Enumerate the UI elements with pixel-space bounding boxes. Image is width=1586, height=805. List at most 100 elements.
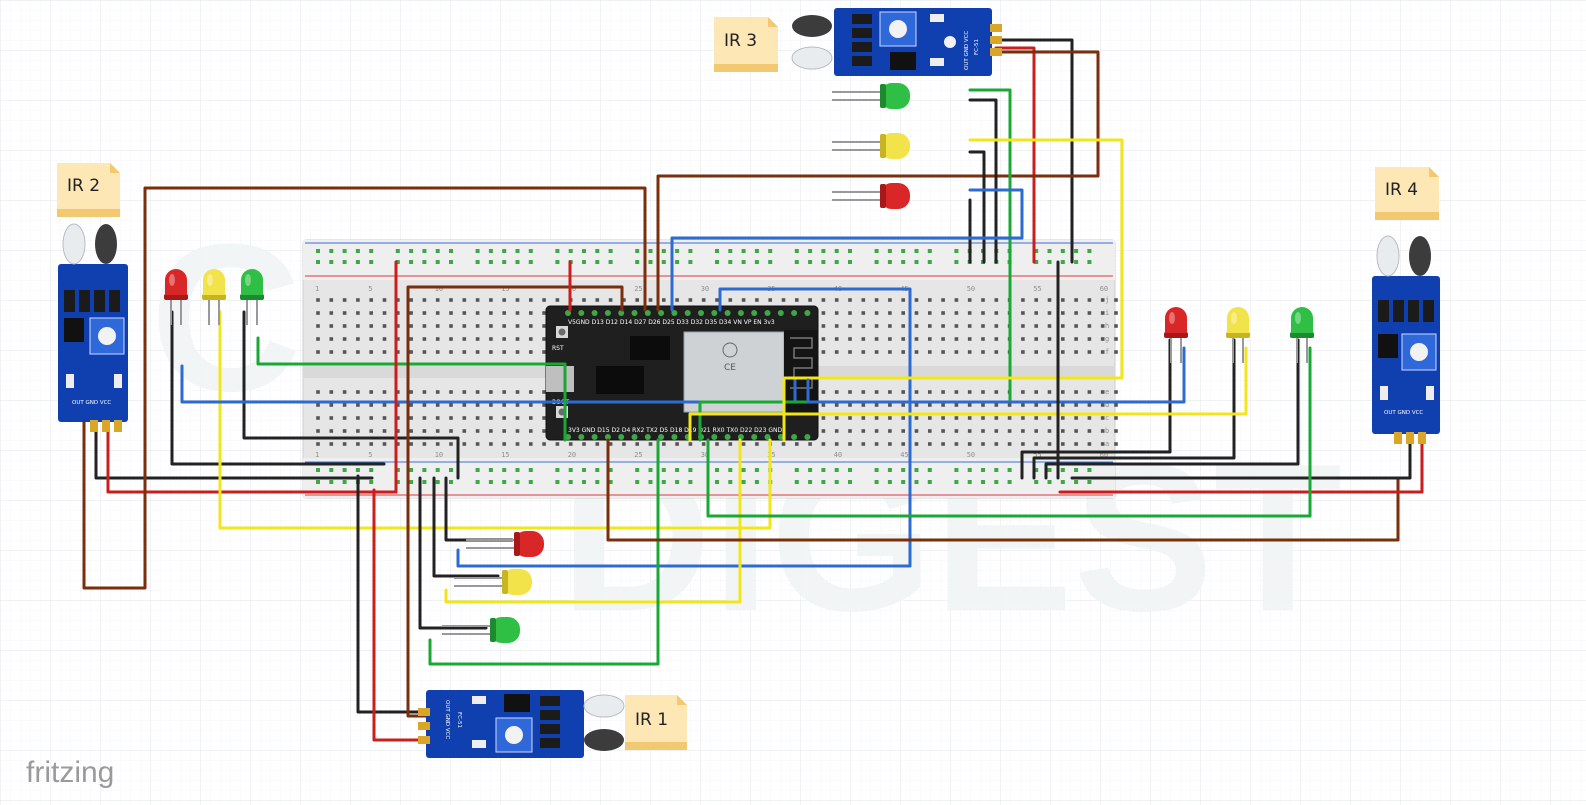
hole <box>422 390 427 394</box>
wire-black[interactable] <box>170 310 386 466</box>
hole <box>861 390 866 394</box>
hole <box>941 337 945 341</box>
hole <box>1074 350 1078 354</box>
hole <box>1114 429 1118 433</box>
wire-red[interactable] <box>994 46 1036 264</box>
wire-black[interactable] <box>1032 338 1236 480</box>
rail-hole <box>409 480 414 484</box>
row-letter: i <box>1105 309 1109 317</box>
hole <box>967 350 972 354</box>
potentiometer-icon[interactable] <box>1410 343 1428 361</box>
hole <box>316 324 320 328</box>
hole <box>409 390 413 394</box>
hole <box>462 403 467 407</box>
hole <box>928 324 932 328</box>
hole <box>994 429 999 433</box>
hole <box>542 416 546 420</box>
wire-green[interactable] <box>706 346 1312 518</box>
wire-black[interactable] <box>94 418 374 480</box>
hole <box>834 403 839 407</box>
potentiometer-icon[interactable] <box>505 726 523 744</box>
row-letter: c <box>1105 414 1109 422</box>
hole <box>888 350 892 354</box>
wire-brown[interactable] <box>656 50 1100 312</box>
hole <box>382 311 387 315</box>
hole <box>529 390 533 394</box>
rail-hole <box>635 480 640 484</box>
rail-hole <box>595 468 600 472</box>
ir1-model-label: FC-51 <box>456 712 462 728</box>
rail-hole <box>1047 468 1052 472</box>
hole <box>515 324 520 328</box>
rail-hole <box>741 260 746 264</box>
potentiometer-icon[interactable] <box>98 327 116 345</box>
wire-red[interactable] <box>372 488 432 742</box>
wire-green[interactable] <box>428 438 660 666</box>
esp32-pin <box>751 434 758 440</box>
hole <box>1074 442 1078 446</box>
hole <box>409 429 413 433</box>
hole <box>435 416 440 420</box>
wire-brown[interactable] <box>606 438 1400 542</box>
wire-black[interactable] <box>418 476 488 630</box>
wire-yellow[interactable] <box>688 346 1248 442</box>
rail-hole <box>901 480 906 484</box>
rail-hole <box>688 260 693 264</box>
rail-hole <box>994 468 999 472</box>
hole <box>821 298 826 302</box>
rail-hole <box>409 468 414 472</box>
potentiometer-icon[interactable] <box>889 20 907 38</box>
wire-blue[interactable] <box>670 188 1024 312</box>
rail-hole <box>901 468 906 472</box>
hole <box>755 298 759 302</box>
wire-blue[interactable] <box>456 287 912 568</box>
hole <box>489 337 493 341</box>
hole <box>529 403 533 407</box>
wire-black[interactable] <box>968 98 998 264</box>
rail-hole <box>901 249 906 253</box>
wire-black[interactable] <box>432 476 500 578</box>
esp32-pin <box>737 310 744 316</box>
hole <box>941 416 945 420</box>
column-number: 30 <box>701 285 709 293</box>
wire-blue[interactable] <box>180 364 797 404</box>
hole <box>1114 324 1118 328</box>
wire-yellow[interactable] <box>444 438 742 604</box>
wire-green[interactable] <box>256 336 567 442</box>
rail-hole <box>449 249 453 253</box>
wire-black[interactable] <box>356 474 432 714</box>
wire-brown[interactable] <box>82 186 647 590</box>
rail-hole <box>648 249 653 253</box>
hole <box>502 403 506 407</box>
hole <box>342 403 347 407</box>
wire-black[interactable] <box>1044 338 1300 480</box>
hole <box>928 442 932 446</box>
hole <box>449 298 453 302</box>
hole <box>874 442 879 446</box>
hole <box>1114 337 1118 341</box>
hole <box>475 403 480 407</box>
hole <box>396 337 400 341</box>
hole <box>1087 324 1092 328</box>
rail-hole <box>555 249 560 253</box>
wire-black[interactable] <box>994 38 1074 264</box>
wire-black[interactable] <box>1020 338 1172 480</box>
hole <box>741 442 746 446</box>
hole <box>1007 416 1012 420</box>
wire-blue[interactable] <box>806 346 1186 404</box>
rail-hole <box>635 468 640 472</box>
esp32-pin <box>591 310 598 316</box>
hole <box>435 429 440 433</box>
hole <box>1114 416 1118 420</box>
rail-hole <box>515 480 520 484</box>
wire-red[interactable] <box>106 418 398 494</box>
wire-brown[interactable] <box>406 285 624 718</box>
wire-yellow[interactable] <box>782 138 1124 442</box>
wire-black[interactable] <box>968 150 986 264</box>
rail-hole <box>1087 260 1092 264</box>
wire-black[interactable] <box>242 310 460 480</box>
rail-hole <box>316 260 320 264</box>
wire-yellow[interactable] <box>218 310 772 530</box>
hole <box>967 311 972 315</box>
